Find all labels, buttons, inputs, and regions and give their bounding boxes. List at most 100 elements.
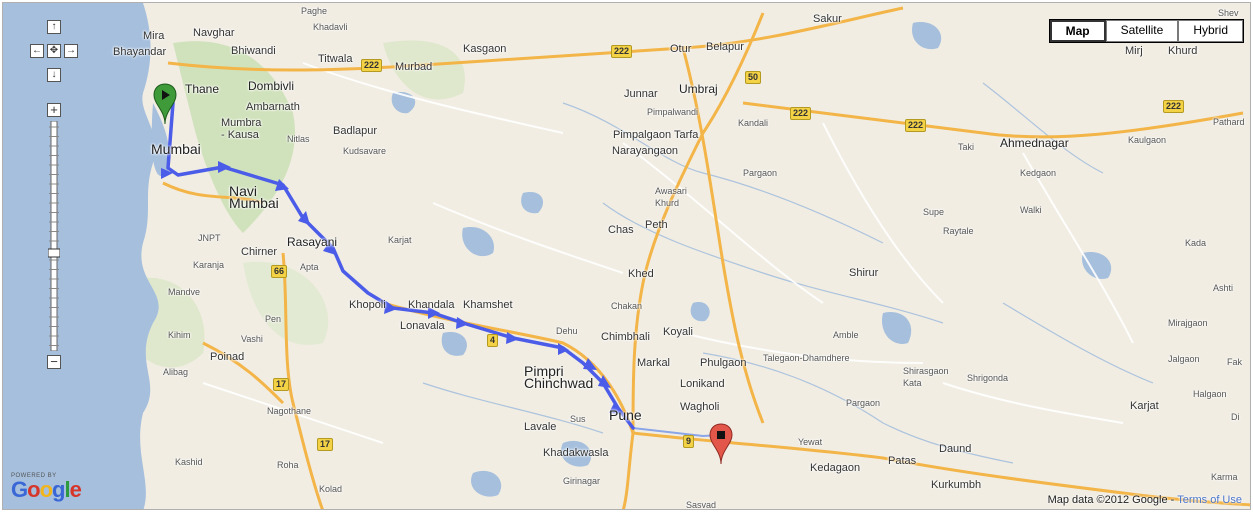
place-label-mirj: Mirj	[1125, 45, 1143, 57]
map-base-layer	[3, 3, 1250, 509]
place-label-dehu: Dehu	[556, 326, 578, 336]
place-label-mirajgaon: Mirajgaon	[1168, 318, 1208, 328]
terms-of-use-link[interactable]: Terms of Use	[1177, 494, 1242, 506]
place-label-kaulgaon: Kaulgaon	[1128, 135, 1167, 145]
place-label-pimpalgaon: Pimpalgaon Tarfa	[613, 129, 699, 141]
place-label-paghe: Paghe	[301, 6, 328, 16]
place-label-ashti: Ashti	[1213, 283, 1234, 293]
place-label-awasari: Awasari Khurd	[655, 186, 687, 208]
pan-up-button[interactable]: ↑	[47, 20, 61, 34]
place-label-nagothane: Nagothane	[267, 406, 312, 416]
zoom-out-button[interactable]: −	[47, 355, 61, 369]
place-label-markal: Markal	[637, 357, 671, 369]
place-label-raytale: Raytale	[943, 226, 974, 236]
place-label-fak: Fak	[1227, 357, 1243, 367]
place-label-khurd-top: Khurd	[1168, 45, 1198, 57]
place-label-wagholi: Wagholi	[680, 401, 720, 413]
highway-shield-222d: 222	[905, 119, 927, 132]
pan-center-icon[interactable]: ✥	[47, 44, 61, 58]
place-label-pimpri: Pimpri Chinchwad	[524, 363, 594, 391]
place-label-bhayandar: Bhayandar	[113, 46, 167, 58]
highway-shield-222c: 222	[790, 107, 812, 120]
place-label-supe: Supe	[923, 207, 945, 217]
place-label-phulgaon: Phulgaon	[700, 357, 747, 369]
place-label-dombivli: Dombivli	[248, 79, 295, 93]
zoom-slider[interactable]	[48, 121, 60, 351]
place-label-pathard: Pathard	[1213, 117, 1245, 127]
place-label-murbad: Murbad	[395, 61, 433, 73]
place-label-kedagaon: Kedagaon	[810, 462, 861, 474]
place-label-chakan: Chakan	[611, 301, 643, 311]
place-label-umbraj: Umbraj	[679, 82, 718, 96]
place-label-alibag: Alibag	[163, 367, 189, 377]
place-label-rasayani: Rasayani	[287, 235, 338, 249]
pan-right-button[interactable]: →	[64, 44, 78, 58]
place-label-thane: Thane	[185, 82, 220, 96]
place-label-pargaon-mid: Pargaon	[846, 398, 881, 408]
place-label-shirasgaon: Shirasgaon Kata	[903, 366, 949, 388]
map-type-map-button[interactable]: Map	[1049, 20, 1106, 42]
place-label-shirur: Shirur	[849, 267, 879, 279]
place-label-titwala: Titwala	[318, 53, 353, 65]
place-label-khandala: Khandala	[408, 299, 455, 311]
google-logo[interactable]: POWERED BY Google	[11, 473, 82, 502]
place-label-roha: Roha	[277, 460, 299, 470]
place-label-karjat: Karjat	[388, 235, 412, 245]
place-label-yewat: Yewat	[798, 437, 823, 447]
place-label-kashid: Kashid	[175, 457, 203, 467]
map-type-control: Map Satellite Hybrid	[1048, 19, 1244, 43]
highway-shield-222b: 222	[611, 45, 633, 58]
place-label-kurkumbh: Kurkumbh	[931, 479, 982, 491]
place-label-navi-mumbai: Navi Mumbai	[229, 183, 279, 211]
place-label-kasgaon: Kasgaon	[463, 43, 507, 55]
pan-left-button[interactable]: ←	[30, 44, 44, 58]
zoom-slider-handle[interactable]	[48, 248, 60, 258]
highway-shield-17a: 17	[273, 378, 290, 391]
place-label-daund: Daund	[939, 443, 972, 455]
place-label-pimpalwandi: Pimpalwandi	[647, 107, 699, 117]
place-label-amble: Amble	[833, 330, 859, 340]
map-type-hybrid-button[interactable]: Hybrid	[1178, 20, 1243, 42]
powered-by-label: POWERED BY	[11, 473, 57, 479]
place-label-taki: Taki	[958, 142, 975, 152]
place-label-patas: Patas	[888, 455, 917, 467]
map-type-satellite-button[interactable]: Satellite	[1105, 20, 1179, 42]
place-label-karmala: Karma	[1211, 472, 1238, 482]
place-label-walki: Walki	[1020, 205, 1042, 215]
place-label-sakur: Sakur	[813, 13, 842, 25]
place-label-badlapur: Badlapur	[333, 125, 378, 137]
place-label-lonavala: Lonavala	[400, 320, 445, 332]
place-label-khadakwasla: Khadakwasla	[543, 447, 609, 459]
place-label-kihim: Kihim	[168, 330, 191, 340]
place-label-peth: Peth	[645, 219, 668, 231]
place-label-navghar: Navghar	[193, 27, 235, 39]
place-label-chirner: Chirner	[241, 246, 278, 258]
place-label-koyali: Koyali	[663, 326, 693, 338]
place-label-khopoli: Khopoli	[349, 299, 386, 311]
zoom-in-button[interactable]: +	[47, 103, 61, 117]
place-label-mumbai: Mumbai	[151, 141, 201, 157]
place-label-junnar: Junnar	[624, 88, 658, 100]
place-label-belapur: Belapur	[706, 41, 744, 53]
pan-down-button[interactable]: ↓	[47, 68, 61, 82]
place-label-chimbhali: Chimbhali	[601, 331, 650, 343]
google-logo-text: Google	[11, 477, 82, 502]
place-label-vashi: Vashi	[241, 334, 263, 344]
place-label-mira: Mira	[143, 30, 165, 42]
place-label-bhiwandi: Bhiwandi	[231, 45, 276, 57]
place-label-kolad: Kolad	[319, 484, 343, 494]
start-marker-icon[interactable]	[153, 83, 177, 125]
place-label-mandve: Mandve	[168, 287, 201, 297]
end-marker-icon[interactable]	[709, 423, 733, 465]
place-label-apta: Apta	[300, 262, 319, 272]
place-label-pargaon-top: Pargaon	[743, 168, 778, 178]
place-label-mumbra: Mumbra - Kausa	[221, 117, 262, 141]
place-label-shrigonda: Shrigonda	[967, 373, 1009, 383]
place-label-girinagar: Girinagar	[563, 476, 601, 486]
place-label-kudsavare: Kudsavare	[343, 146, 387, 156]
place-label-kandali: Kandali	[738, 118, 769, 128]
place-label-jnpt: JNPT	[198, 233, 221, 243]
highway-shield-50: 50	[745, 71, 762, 84]
place-label-ambarnath: Ambarnath	[246, 101, 300, 113]
